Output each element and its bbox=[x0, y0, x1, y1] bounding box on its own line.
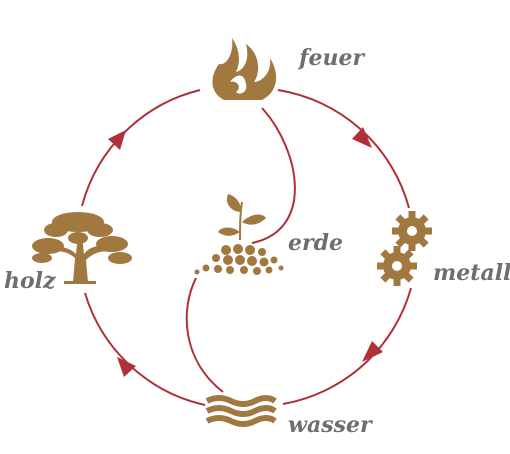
label-erde: erde bbox=[288, 230, 343, 256]
arrow-icon bbox=[352, 127, 372, 148]
gears-icon bbox=[377, 211, 432, 286]
tree-icon bbox=[32, 212, 132, 284]
label-wasser: wasser bbox=[288, 412, 372, 438]
arc-metall-wasser bbox=[282, 287, 412, 405]
link-erde-wasser bbox=[185, 277, 224, 393]
cycle-arrows bbox=[108, 127, 383, 377]
sprout-icon bbox=[194, 194, 284, 275]
label-holz: holz bbox=[4, 268, 56, 294]
arc-holz-feuer bbox=[81, 89, 201, 207]
arrow-icon bbox=[108, 130, 126, 150]
label-metall: metall bbox=[433, 260, 510, 286]
flame-icon bbox=[212, 38, 277, 100]
arc-feuer-metall bbox=[277, 89, 410, 209]
link-feuer-erde bbox=[251, 107, 296, 244]
arrow-icon bbox=[117, 357, 136, 377]
inner-links bbox=[185, 107, 296, 393]
label-feuer: feuer bbox=[299, 45, 365, 71]
arrow-icon bbox=[362, 341, 383, 362]
waves-icon bbox=[205, 395, 277, 427]
